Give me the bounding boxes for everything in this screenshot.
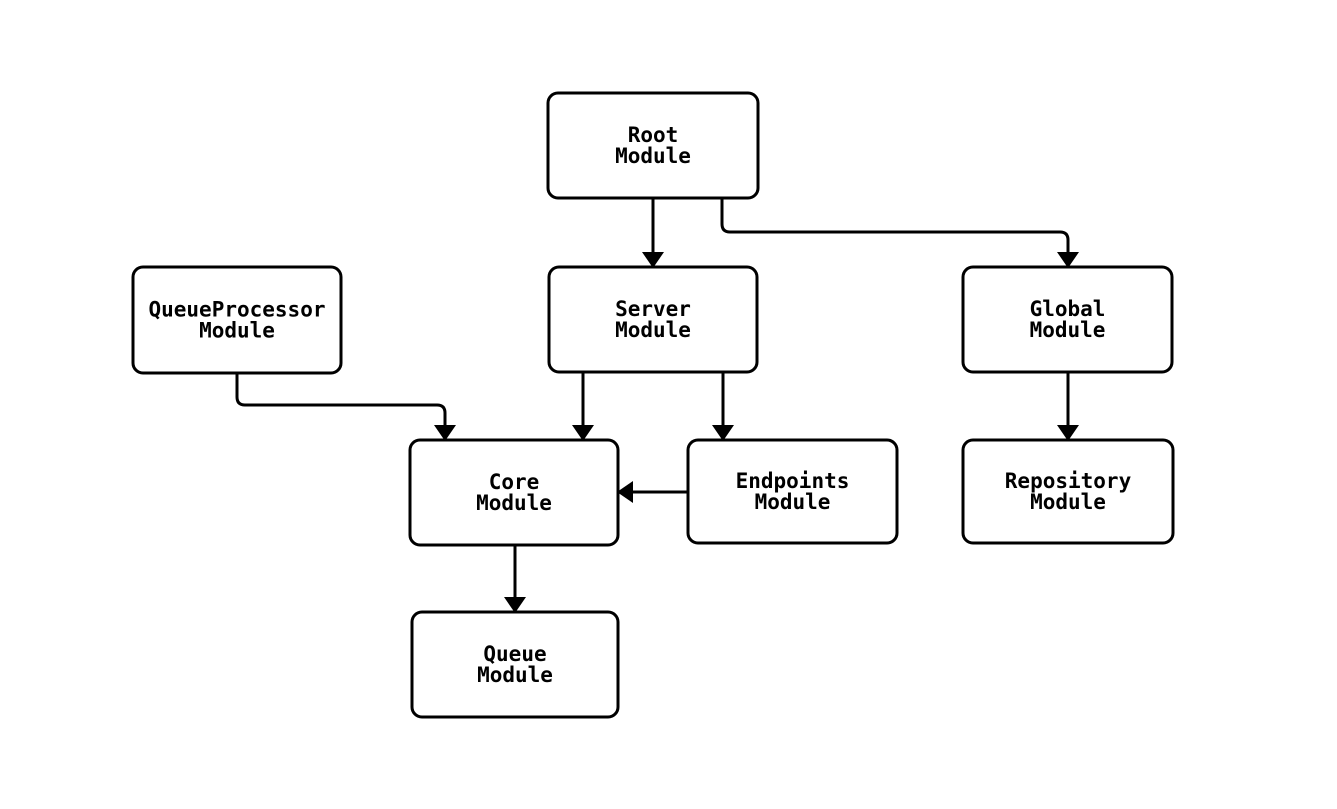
node-label-queueprocessor-line2: Module — [199, 319, 275, 343]
node-box-server — [547, 265, 759, 374]
node-label-queueprocessor-line1: QueueProcessor — [148, 298, 325, 322]
node-box-core — [408, 438, 620, 547]
node-label-global-line1: Global — [1030, 297, 1106, 321]
node-box-queueprocessor — [131, 265, 343, 375]
node-box-global — [961, 265, 1174, 374]
node-label-endpoints-line1: Endpoints — [736, 469, 850, 493]
node-label-endpoints-line2: Module — [755, 490, 831, 514]
node-label-global-line2: Module — [1030, 318, 1106, 342]
node-label-repository-line2: Module — [1030, 490, 1106, 514]
node-box-endpoints — [686, 438, 899, 545]
node-label-core-line2: Module — [476, 491, 552, 515]
edge-queueprocessor-to-core — [235, 373, 456, 441]
edge-root-to-global — [720, 198, 1079, 268]
node-label-queue-line1: Queue — [483, 642, 546, 666]
node-box-root — [546, 91, 760, 200]
node-label-root-line2: Module — [615, 144, 691, 168]
node-box-repository — [961, 438, 1175, 545]
node-label-core-line1: Core — [489, 470, 540, 494]
node-label-server-line1: Server — [615, 297, 691, 321]
node-label-server-line2: Module — [615, 318, 691, 342]
node-box-queue — [410, 610, 620, 719]
node-label-queue-line2: Module — [477, 663, 553, 687]
node-label-root-line1: Root — [628, 123, 679, 147]
node-label-repository-line1: Repository — [1005, 469, 1132, 493]
